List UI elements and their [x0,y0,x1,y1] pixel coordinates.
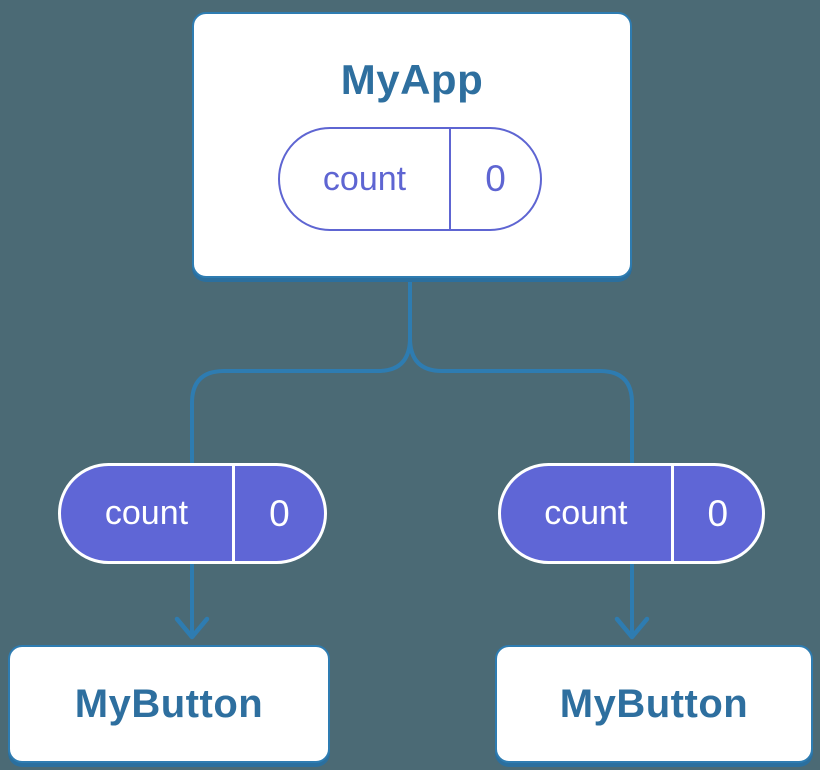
prop-name-label: count [501,466,674,561]
left-prop-pill: count 0 [58,463,327,564]
arrowhead-down-icon [174,616,210,640]
left-child-component-title: MyButton [74,681,264,726]
prop-name-label: count [61,466,235,561]
arrowhead-down-icon [614,616,650,640]
root-component-title: MyApp [340,56,484,103]
state-name-label: count [280,129,451,229]
prop-value-label: 0 [707,492,729,534]
left-child-component-card: MyButton [8,645,330,763]
root-state-pill: count 0 [278,127,542,231]
connector-right-branch [408,277,634,636]
prop-value-label: 0 [269,492,290,534]
right-child-component-card: MyButton [495,645,813,763]
right-prop-pill: count 0 [498,463,765,564]
state-value-label: 0 [485,158,506,199]
connector-left-branch [190,277,412,636]
right-child-component-title: MyButton [559,681,749,726]
